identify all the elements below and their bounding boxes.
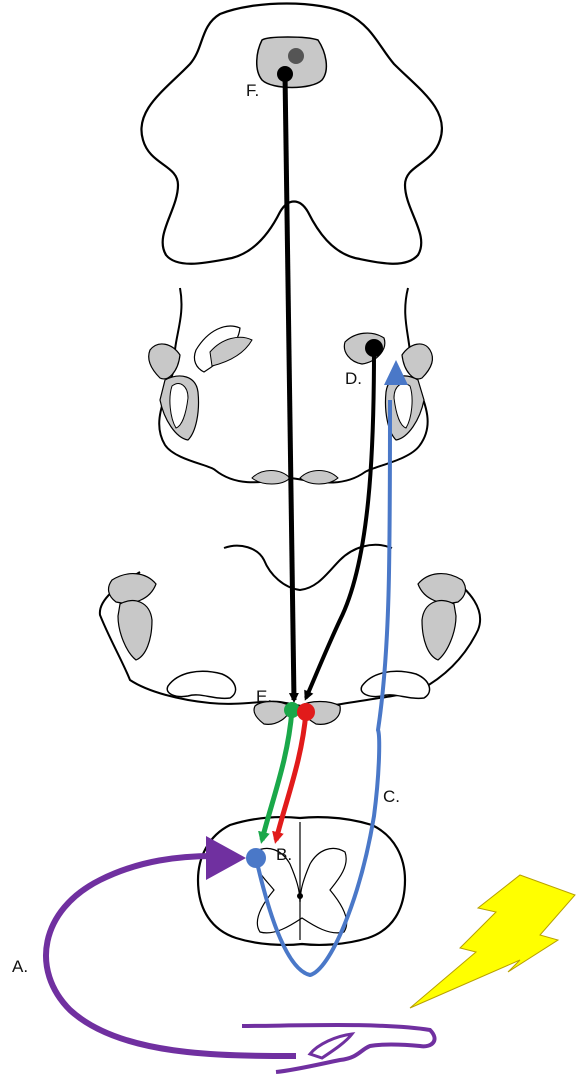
neuron-b <box>246 848 266 868</box>
neuron-f <box>277 66 293 82</box>
neuron-e-red <box>297 703 315 721</box>
neuron-d <box>365 339 383 357</box>
label-a: A. <box>12 957 28 976</box>
label-c: C. <box>383 787 400 806</box>
brain-section-cerebrum <box>141 4 442 264</box>
lightning-bolt-icon <box>410 875 575 1008</box>
hand-outline-icon <box>242 1025 435 1072</box>
spinal-cord-section <box>198 817 405 945</box>
label-d: D. <box>345 369 362 388</box>
label-e: E. <box>256 687 272 706</box>
label-f: F. <box>246 81 259 100</box>
label-b: B. <box>276 845 292 864</box>
